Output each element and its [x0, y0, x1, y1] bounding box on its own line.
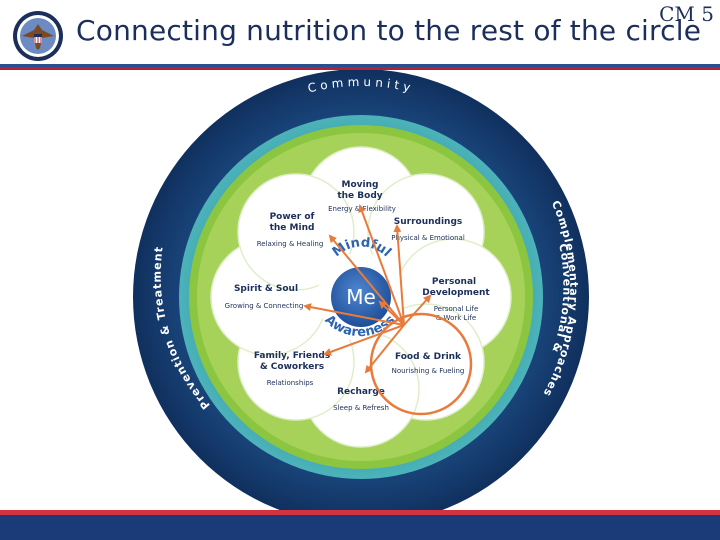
va-seal-logo	[12, 10, 64, 62]
community-label: Community	[306, 75, 415, 96]
arrow-to-power	[328, 234, 405, 326]
family-subtitle: Relationships	[267, 379, 314, 387]
spirit-title: Spirit & Soul	[234, 284, 298, 294]
food-subtitle: Nourishing & Fueling	[392, 367, 465, 375]
arrow-to-moving	[358, 204, 405, 326]
food-highlight-circle	[369, 312, 473, 416]
personal-subtitle-2: & Work Life	[436, 314, 476, 322]
personal-title-2: Development	[422, 288, 490, 298]
arrow-to-personal	[403, 294, 432, 326]
arrow-to-family	[323, 324, 405, 356]
food-title: Food & Drink	[395, 352, 462, 362]
center-me-circle	[331, 267, 391, 327]
recharge-title: Recharge	[337, 387, 385, 397]
surroundings-title: Surroundings	[394, 217, 463, 227]
power-subtitle: Relaxing & Healing	[257, 240, 324, 248]
arrow-to-surroundings	[393, 224, 405, 326]
recharge-subtitle: Sleep & Refresh	[333, 404, 389, 412]
moving-title-2: the Body	[337, 191, 382, 201]
family-title-1: Family, Friends	[254, 351, 330, 361]
surroundings-subtitle: Physical & Emotional	[391, 234, 465, 242]
arrow-to-recharge	[364, 324, 405, 374]
slide-footer-bar	[0, 510, 720, 540]
slide-title: Connecting nutrition to the rest of the …	[76, 14, 702, 47]
arrow-to-spirit	[303, 303, 405, 326]
wellness-circle-svg: Community Prevention & Treatment Convent…	[133, 69, 589, 525]
slide-code: CM 5	[659, 2, 714, 26]
power-title-1: Power of	[270, 212, 315, 222]
petal-power	[237, 173, 355, 291]
arrow-to-me	[378, 300, 405, 326]
header-rule	[0, 64, 720, 70]
power-title-2: the Mind	[270, 223, 315, 233]
slide-header: Connecting nutrition to the rest of the …	[0, 0, 720, 64]
family-title-2: & Coworkers	[260, 362, 324, 372]
personal-subtitle-1: Personal Life	[434, 305, 479, 313]
center-me-label: Me	[346, 285, 376, 309]
moving-title-1: Moving	[342, 180, 379, 190]
wellness-circle-diagram: Community Prevention & Treatment Convent…	[0, 69, 720, 525]
spirit-subtitle: Growing & Connecting	[225, 302, 304, 310]
personal-title-1: Personal	[432, 277, 476, 287]
